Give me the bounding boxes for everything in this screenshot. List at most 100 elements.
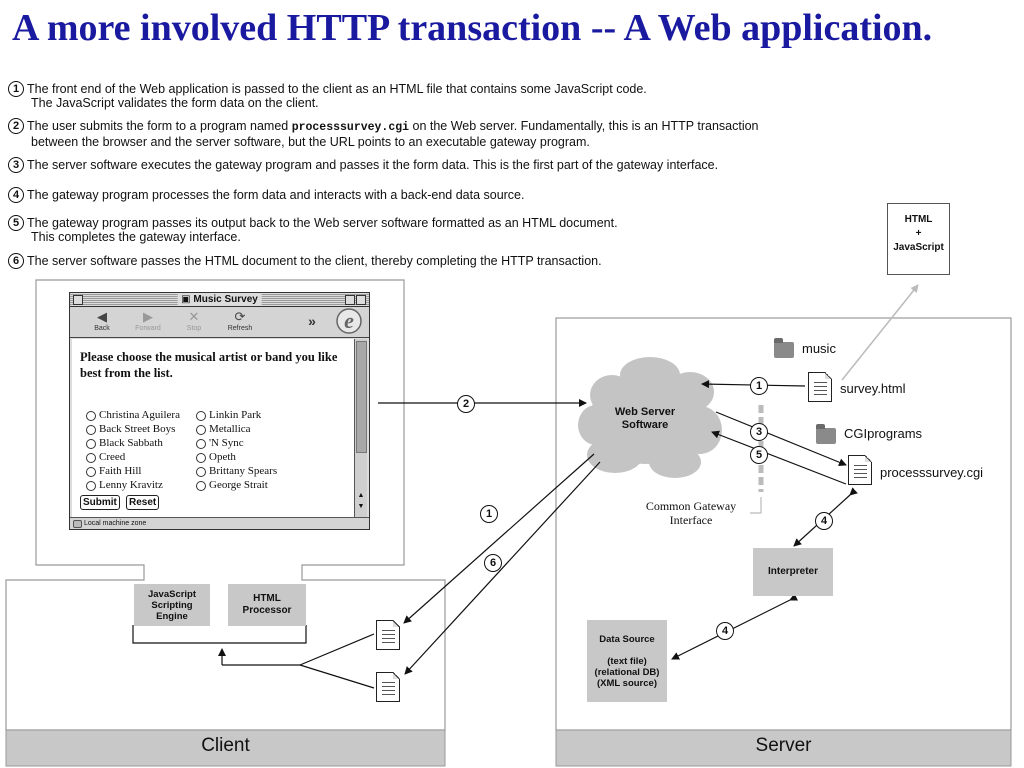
radio-option[interactable]: Creed (86, 451, 125, 464)
refresh-button[interactable]: ⟳Refresh (222, 309, 258, 332)
vertical-scrollbar[interactable]: ▲ ▼ (354, 339, 367, 517)
step-5: 5 The gateway program passes its output … (8, 215, 618, 244)
file-survey-label: survey.html (840, 381, 906, 396)
radio-button[interactable] (86, 410, 96, 421)
collapse-box[interactable] (356, 295, 366, 305)
step-text: The server software passes the HTML docu… (27, 254, 602, 268)
step-marker-4: 4 (815, 512, 833, 530)
radio-button[interactable] (196, 438, 206, 449)
step-marker-3: 3 (750, 423, 768, 441)
submit-button[interactable]: Submit (80, 495, 120, 510)
step-text: The gateway program passes its output ba… (27, 216, 618, 230)
radio-button[interactable] (196, 466, 206, 477)
radio-option[interactable]: Opeth (196, 451, 236, 464)
radio-button[interactable] (86, 480, 96, 491)
zoom-box[interactable] (345, 295, 355, 305)
step-text: The user submits the form to a program n… (27, 119, 292, 133)
step-1: 1 The front end of the Web application i… (8, 81, 647, 110)
browser-window: ▣ Music Survey ◀Back ▶Forward ✕Stop ⟳Ref… (69, 292, 370, 530)
radio-button[interactable] (196, 480, 206, 491)
file-cgi-label: processsurvey.cgi (880, 465, 984, 480)
radio-button[interactable] (86, 452, 96, 463)
radio-button[interactable] (86, 424, 96, 435)
folder-cgi-label: CGIprograms (844, 426, 923, 441)
step-number: 1 (8, 81, 24, 97)
radio-option[interactable]: Back Street Boys (86, 423, 175, 436)
step-text: The front end of the Web application is … (27, 82, 647, 96)
connector-doc-lower (299, 664, 375, 689)
document-icon (848, 455, 872, 485)
more-button[interactable]: » (308, 313, 316, 329)
folder-icon (774, 338, 794, 358)
radio-option[interactable]: Lenny Kravitz (86, 479, 163, 492)
status-text: Local machine zone (84, 520, 147, 527)
scroll-thumb[interactable] (356, 341, 367, 453)
page-icon: ▣ (181, 294, 194, 305)
step-marker-1: 1 (750, 377, 768, 395)
document-icon (808, 372, 832, 402)
forward-arrow-icon: ▶ (143, 309, 153, 324)
radio-button[interactable] (196, 424, 206, 435)
radio-button[interactable] (196, 410, 206, 421)
refresh-icon: ⟳ (234, 309, 246, 324)
stop-button[interactable]: ✕Stop (176, 309, 212, 332)
step-number: 5 (8, 215, 24, 231)
browser-status-bar: Local machine zone (70, 517, 369, 529)
radio-option[interactable]: Faith Hill (86, 465, 141, 478)
step-number: 3 (8, 157, 24, 173)
step-text-continued: between the browser and the server softw… (31, 135, 590, 149)
browser-titlebar[interactable]: ▣ Music Survey (70, 293, 369, 307)
interpreter-box: Interpreter (753, 548, 833, 596)
zone-icon (73, 520, 82, 528)
scroll-down-icon[interactable]: ▼ (357, 503, 365, 510)
step-text: The gateway program processes the form d… (27, 188, 525, 202)
back-arrow-icon: ◀ (97, 309, 107, 324)
radio-option[interactable]: Linkin Park (196, 409, 261, 422)
survey-question: Please choose the musical artist or band… (80, 350, 338, 380)
back-button[interactable]: ◀Back (84, 309, 120, 332)
step-number: 4 (8, 187, 24, 203)
arrow-server-to-client-1 (403, 453, 595, 624)
connector-doc-upper (299, 633, 375, 666)
radio-option[interactable]: Metallica (196, 423, 251, 436)
radio-option[interactable]: Christina Aguilera (86, 409, 180, 422)
forward-button[interactable]: ▶Forward (130, 309, 166, 332)
step-text-continued: The JavaScript validates the form data o… (31, 96, 319, 110)
web-server-label: Web Server Software (614, 406, 676, 431)
window-title: ▣ Music Survey (177, 293, 262, 306)
html-processor-box: HTML Processor (228, 584, 306, 626)
svg-text:e: e (344, 308, 354, 333)
step-marker-2: 2 (457, 395, 475, 413)
radio-option[interactable]: Brittany Spears (196, 465, 277, 478)
step-number: 2 (8, 118, 24, 134)
step-3: 3 The server software executes the gatew… (8, 157, 718, 173)
radio-option[interactable]: 'N Sync (196, 437, 244, 450)
arrow-server-to-client-6 (404, 461, 601, 675)
step-4: 4 The gateway program processes the form… (8, 187, 525, 203)
step-2: 2 The user submits the form to a program… (8, 118, 759, 149)
browser-logo-icon: e (336, 308, 362, 336)
step-marker-1: 1 (480, 505, 498, 523)
radio-button[interactable] (86, 438, 96, 449)
data-source-box: Data Source (text file) (relational DB) … (587, 620, 667, 702)
radio-button[interactable] (196, 452, 206, 463)
radio-option[interactable]: George Strait (196, 479, 268, 492)
client-processor-bracket (132, 625, 307, 644)
server-label: Server (755, 735, 812, 756)
reset-button[interactable]: Reset (126, 495, 160, 510)
step-text-continued: This completes the gateway interface. (31, 230, 241, 244)
step-6: 6 The server software passes the HTML do… (8, 253, 602, 269)
javascript-engine-box: JavaScript Scripting Engine (134, 584, 210, 626)
radio-button[interactable] (86, 466, 96, 477)
browser-toolbar: ◀Back ▶Forward ✕Stop ⟳Refresh » e (70, 307, 369, 338)
html-javascript-box: HTML + JavaScript (887, 203, 950, 275)
scroll-up-icon[interactable]: ▲ (357, 492, 365, 499)
document-icon (376, 672, 400, 702)
step-marker-4: 4 (716, 622, 734, 640)
radio-option[interactable]: Black Sabbath (86, 437, 163, 450)
page-title: A more involved HTTP transaction -- A We… (12, 7, 933, 49)
step-marker-6: 6 (484, 554, 502, 572)
close-box[interactable] (73, 295, 83, 305)
folder-icon (816, 424, 836, 444)
cgi-filename: processsurvey.cgi (291, 121, 410, 134)
